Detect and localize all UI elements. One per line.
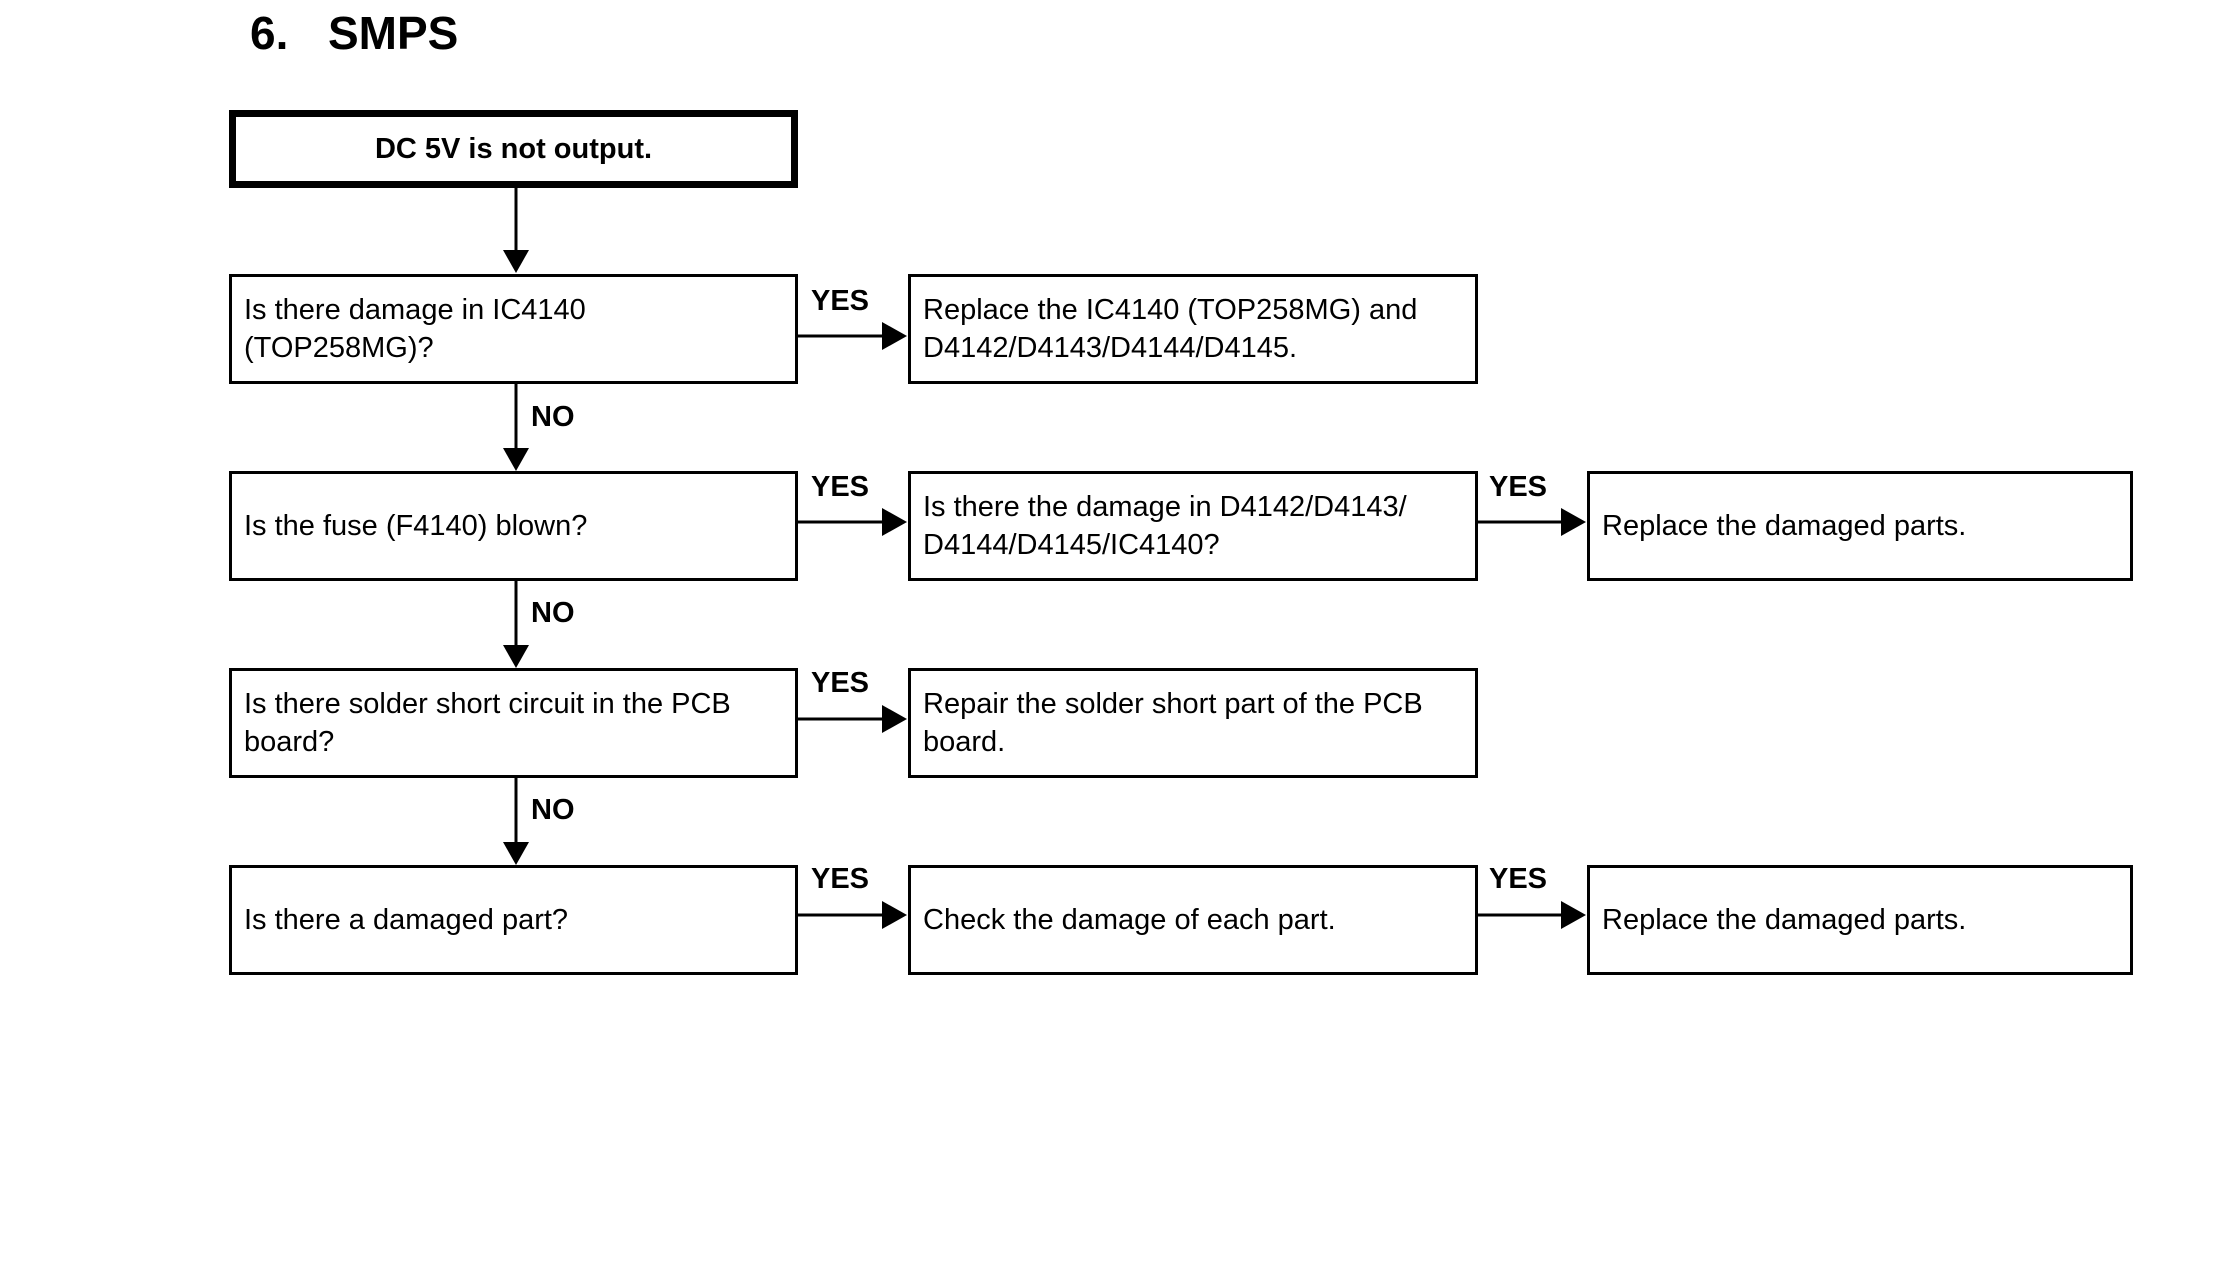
arrowhead-q1: [503, 250, 529, 273]
action-text-replace-damaged-2: Replace the damaged parts.: [1602, 904, 1967, 936]
decision-box-ic4140: Is there damage in IC4140 (TOP258MG)?: [229, 274, 798, 384]
decision-box-fuse: Is the fuse (F4140) blown?: [229, 471, 798, 581]
start-box: DC 5V is not output.: [229, 110, 798, 188]
arrowhead-q4-check-yes: [1561, 901, 1586, 929]
decision-box-damaged-part: Is there a damaged part?: [229, 865, 798, 975]
section-title: SMPS: [328, 7, 459, 59]
arrowhead-q2-check-yes: [1561, 508, 1586, 536]
yes-label-q2: YES: [811, 471, 870, 503]
action-box-replace-damaged-2: Replace the damaged parts.: [1587, 865, 2133, 975]
action-box-replace-ic4140: Replace the IC4140 (TOP258MG) and D4142/…: [908, 274, 1478, 384]
arrowhead-q2-yes: [882, 508, 907, 536]
arrowhead-q4: [503, 842, 529, 865]
arrowhead-q3: [503, 645, 529, 668]
start-text: DC 5V is not output.: [374, 133, 653, 165]
no-label-q2: NO: [531, 597, 575, 629]
action-text-repair-solder: Repair the solder short part of the PCB …: [923, 688, 1423, 758]
decision-text-solder-short: Is there solder short circuit in the PCB…: [244, 688, 731, 758]
arrowhead-q1-yes: [882, 322, 907, 350]
yes-label-q2-check: YES: [1489, 471, 1548, 503]
action-text-replace-damaged-1: Replace the damaged parts.: [1602, 510, 1967, 542]
yes-label-q3: YES: [811, 667, 870, 699]
yes-label-q4-check: YES: [1489, 863, 1548, 895]
yes-label-q1: YES: [811, 285, 870, 317]
decision-text-ic4140: Is there damage in IC4140 (TOP258MG)?: [244, 294, 586, 364]
decision-box-solder-short: Is there solder short circuit in the PCB…: [229, 668, 798, 778]
action-text-replace-ic4140: Replace the IC4140 (TOP258MG) and D4142/…: [923, 294, 1418, 364]
check-text-diode-damage: Is there the damage in D4142/D4143/ D414…: [923, 491, 1407, 561]
action-box-replace-damaged-1: Replace the damaged parts.: [1587, 471, 2133, 581]
arrowhead-q4-yes: [882, 901, 907, 929]
check-box-diode-damage: Is there the damage in D4142/D4143/ D414…: [908, 471, 1478, 581]
decision-text-fuse: Is the fuse (F4140) blown?: [244, 510, 588, 542]
check-text-each-part: Check the damage of each part.: [923, 904, 1336, 936]
check-box-each-part: Check the damage of each part.: [908, 865, 1478, 975]
decision-text-damaged-part: Is there a damaged part?: [244, 904, 569, 936]
no-label-q1: NO: [531, 401, 575, 433]
action-box-repair-solder: Repair the solder short part of the PCB …: [908, 668, 1478, 778]
no-label-q3: NO: [531, 794, 575, 826]
arrowhead-q2: [503, 448, 529, 471]
page-title: 6. SMPS: [250, 4, 458, 62]
section-number: 6.: [250, 7, 289, 59]
arrowhead-q3-yes: [882, 705, 907, 733]
yes-label-q4: YES: [811, 863, 870, 895]
